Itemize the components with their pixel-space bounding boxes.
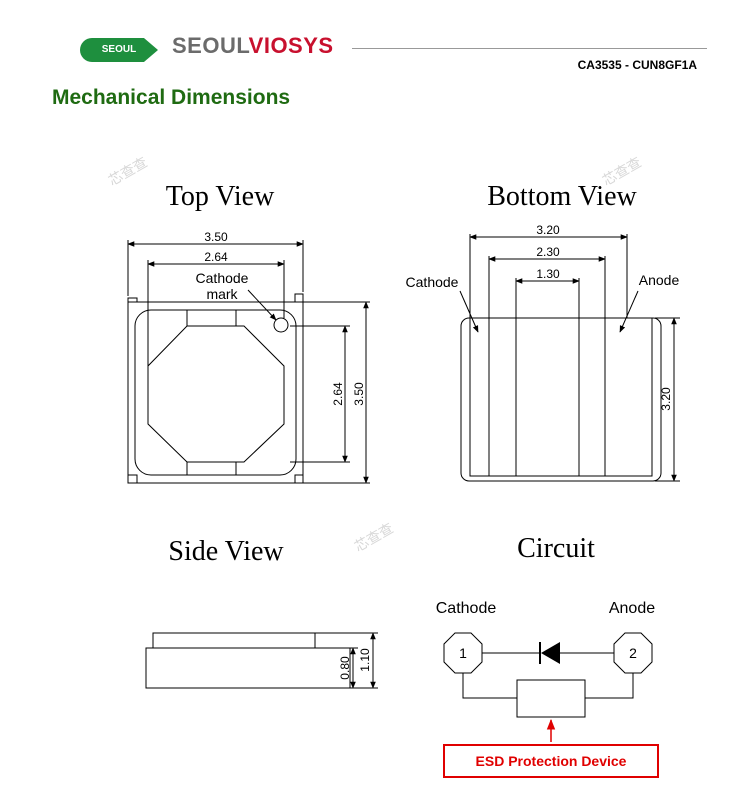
top-view-title: Top View [166, 181, 275, 212]
diode-symbol [539, 642, 560, 664]
seoul-logo-pill: SEOUL [80, 38, 158, 62]
top-view-dim-lines [127, 241, 369, 484]
side-dim-body: 0.80 [338, 656, 352, 680]
bottom-dim-width-outer: 3.20 [536, 223, 560, 237]
part-number: CA3535 - CUN8GF1A [577, 58, 697, 72]
cathode-mark-label-1: Cathode [196, 270, 249, 286]
cathode-mark-label-2: mark [206, 286, 238, 302]
watermark-3: 芯查查 [352, 521, 396, 556]
bottom-dim-height: 3.20 [659, 387, 673, 411]
top-dim-width-outer: 3.50 [204, 230, 228, 244]
side-view-dim-lines [350, 632, 376, 689]
top-dim-height-inner: 2.64 [331, 382, 345, 406]
bottom-dim-width-inner: 1.30 [536, 267, 560, 281]
bottom-view-title: Bottom View [487, 181, 637, 212]
top-view-drawing [127, 240, 370, 484]
header-rule [352, 48, 707, 49]
circuit-cathode-label: Cathode [436, 600, 497, 617]
top-dim-width-inner: 2.64 [204, 250, 228, 264]
top-dim-height-outer: 3.50 [352, 382, 366, 406]
circuit-anode-label: Anode [609, 600, 655, 617]
bottom-view-drawing [460, 234, 680, 482]
watermark-1: 芯查查 [106, 155, 150, 190]
bottom-view-dim-lines [459, 234, 677, 482]
circuit-wiring [443, 632, 653, 718]
bottom-cathode-label: Cathode [406, 274, 459, 290]
section-title: Mechanical Dimensions [52, 86, 291, 109]
side-view-title: Side View [168, 536, 284, 567]
bottom-anode-label: Anode [639, 272, 680, 288]
esd-protection-label: ESD Protection Device [443, 744, 659, 778]
bottom-dim-width-mid: 2.30 [536, 245, 560, 259]
circuit-node-1: 1 [459, 645, 467, 661]
brand-name: SEOULVIOSYS [172, 33, 334, 59]
side-dim-total: 1.10 [358, 648, 372, 672]
brand-prefix: SEOUL [172, 33, 249, 58]
brand-suffix: VIOSYS [248, 33, 334, 58]
circuit-title: Circuit [517, 533, 595, 564]
circuit-node-2: 2 [629, 645, 637, 661]
